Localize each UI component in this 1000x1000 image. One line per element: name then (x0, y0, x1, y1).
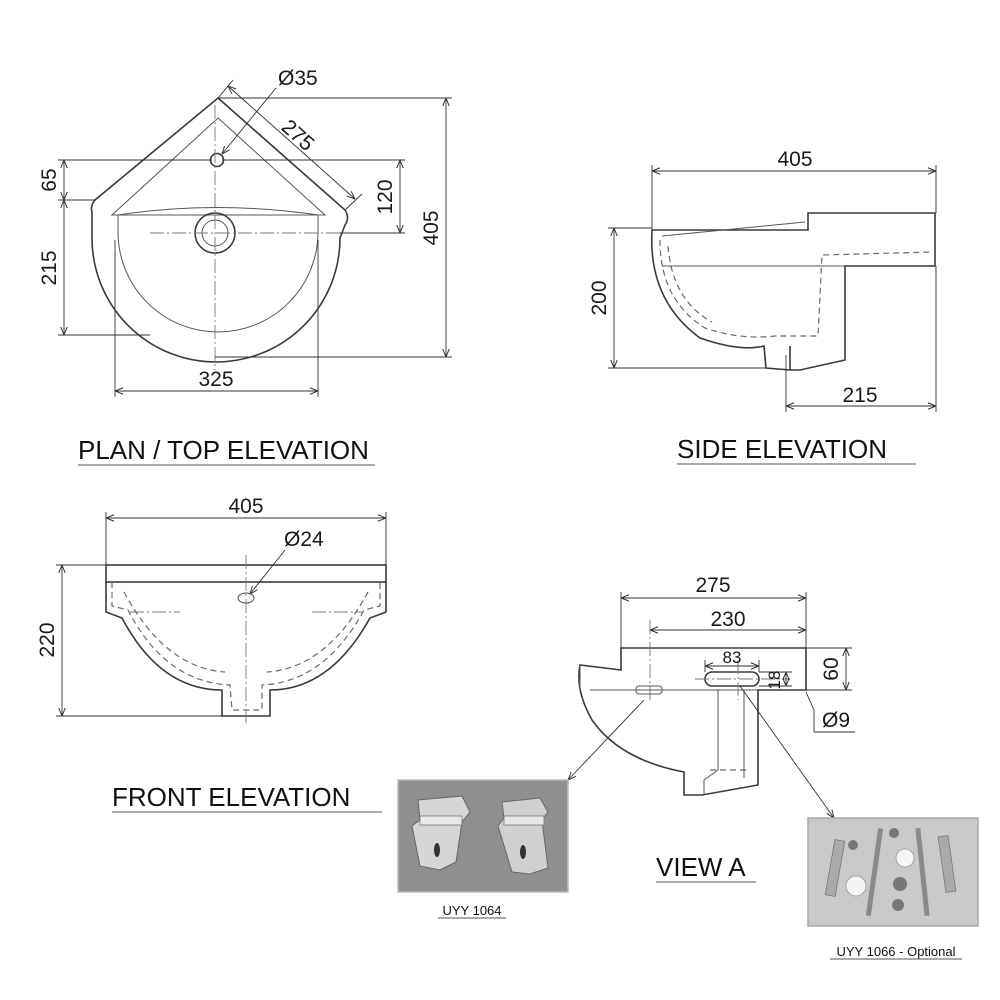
side-top-slab (652, 212, 936, 371)
view-a-title: VIEW A (656, 852, 746, 882)
washers (845, 828, 915, 911)
plan-view: 275 Ø35 65 215 120 405 325 PLAN / TOP EL… (38, 67, 452, 466)
wall-plugs (824, 835, 957, 897)
view-a: 275 230 83 18 60 Ø9 VIEW A (568, 574, 855, 883)
plan-view-title: PLAN / TOP ELEVATION (78, 435, 369, 465)
dim-view-a-230: 230 (710, 608, 745, 631)
dim-plan-325: 325 (198, 368, 233, 391)
plan-outline (90, 96, 349, 363)
bracket-photo: UYY 1064 (397, 779, 569, 919)
wall-bracket-right (497, 797, 549, 875)
tap-hole (209, 152, 225, 168)
dim-front-waste: Ø24 (284, 528, 324, 551)
dim-side-215: 215 (842, 384, 877, 407)
view-a-outline (578, 647, 807, 796)
dim-view-a-18: 18 (765, 671, 784, 690)
side-bowl-outline (650, 229, 791, 371)
dim-view-a-60: 60 (820, 657, 843, 680)
fixings-photo: UYY 1066 - Optional (807, 817, 979, 960)
dim-plan-120: 120 (374, 179, 397, 214)
dim-view-a-275: 275 (695, 574, 730, 597)
front-view-title: FRONT ELEVATION (112, 782, 350, 812)
plan-bowl (117, 207, 319, 333)
dim-plan-65: 65 (38, 168, 61, 191)
dim-plan-tap-hole: Ø35 (278, 67, 318, 90)
side-bowl-inner (659, 239, 933, 338)
dim-side-200: 200 (588, 280, 611, 315)
dim-front-220: 220 (36, 622, 59, 657)
dim-side-405: 405 (777, 148, 812, 171)
side-view: 405 200 215 SIDE ELEVATION (588, 148, 937, 465)
bracket-photo-caption: UYY 1064 (442, 903, 501, 918)
front-bowl-inner (111, 582, 381, 711)
dim-plan-275: 275 (277, 115, 318, 156)
fixing-bolts (865, 827, 930, 916)
dim-front-405: 405 (228, 495, 263, 518)
wall-bracket-left (411, 795, 471, 871)
dim-view-a-9: Ø9 (822, 709, 850, 732)
dim-plan-215: 215 (38, 250, 61, 285)
fixings-photo-caption: UYY 1066 - Optional (837, 944, 956, 959)
dim-plan-405: 405 (420, 210, 443, 245)
front-view: 405 Ø24 220 FRONT ELEVATION (36, 495, 387, 813)
view-a-bracket-slot (635, 685, 663, 695)
side-view-title: SIDE ELEVATION (677, 434, 887, 464)
dim-view-a-83: 83 (723, 648, 742, 667)
